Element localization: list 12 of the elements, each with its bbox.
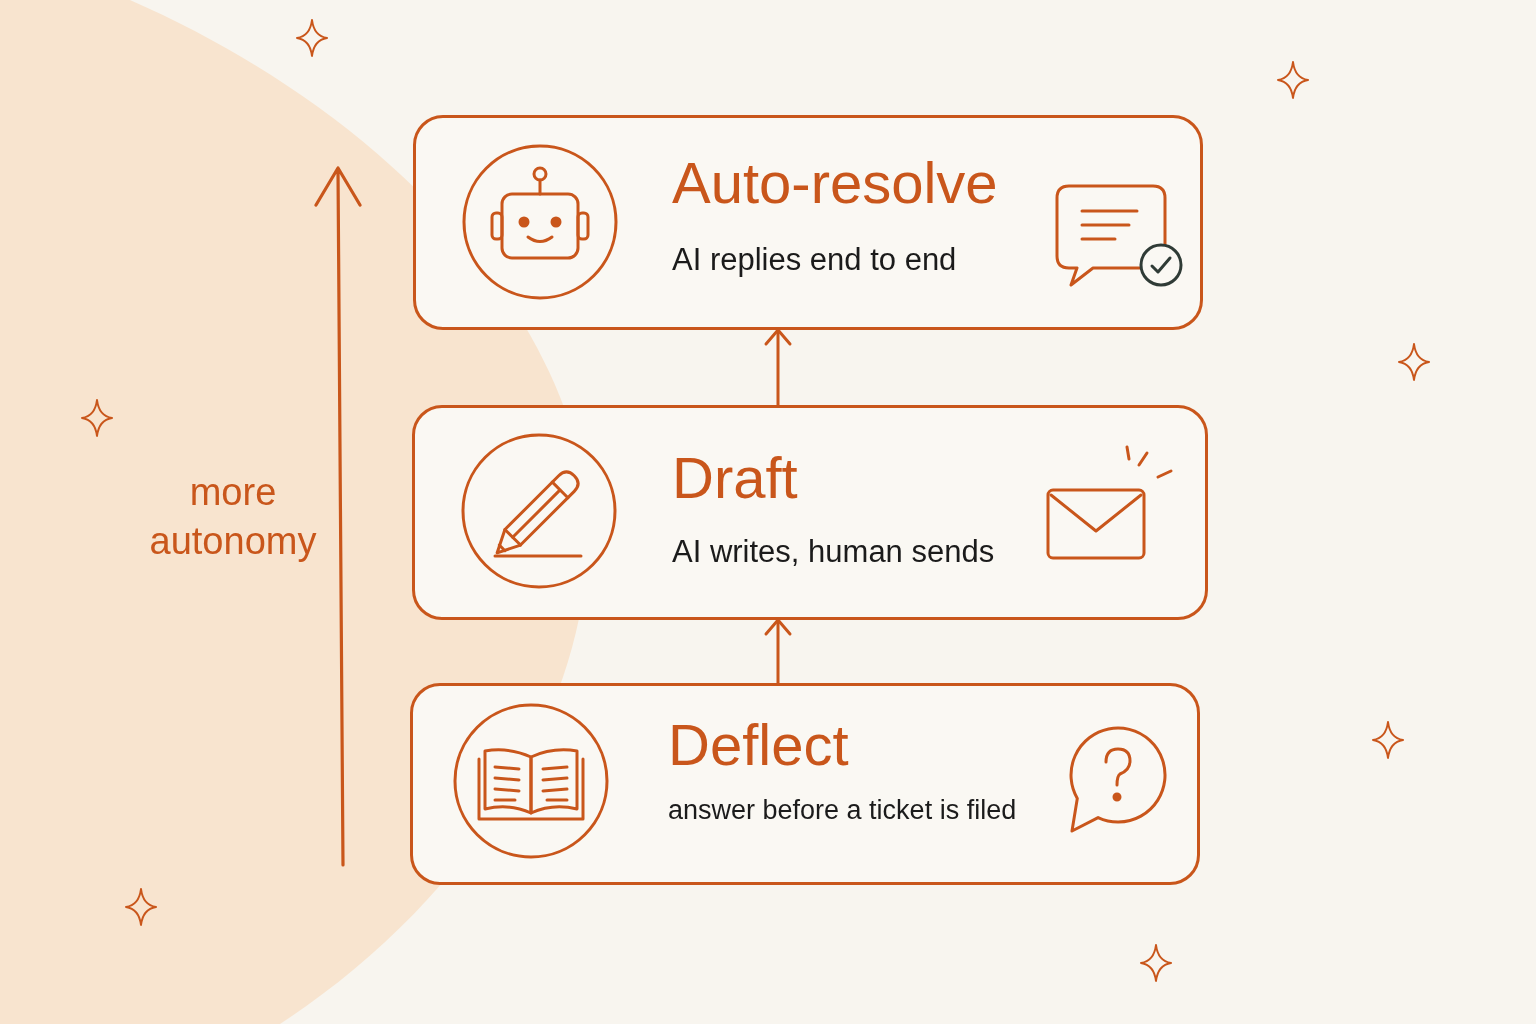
stage-card [413,115,1203,330]
stage-title: Deflect [668,712,849,779]
arrow [764,328,792,407]
stage-title: Auto-resolve [672,150,998,217]
stage-card [412,405,1208,620]
direction-label: more autonomy [148,470,318,565]
stage-description: AI writes, human sends [672,533,995,571]
stage-card [410,683,1200,885]
arrow [764,618,792,685]
stage-title: Draft [672,445,798,512]
stage-description: AI replies end to end [672,241,957,279]
stage-description: answer before a ticket is filed [668,794,1017,827]
